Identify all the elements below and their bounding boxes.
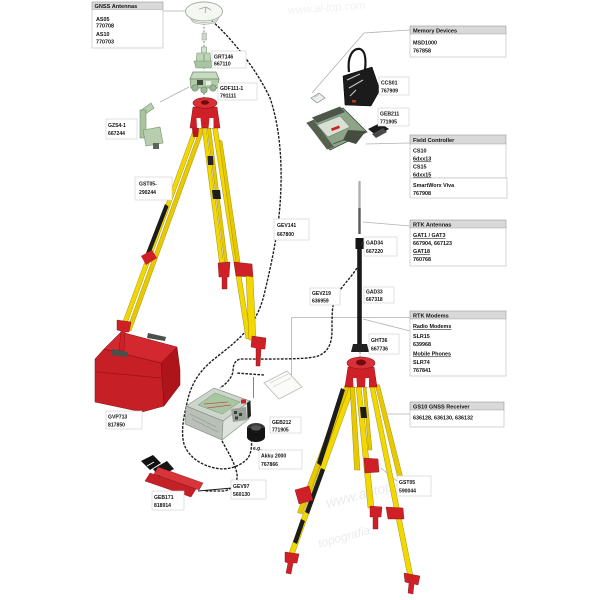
- svg-text:667904, 667123: 667904, 667123: [413, 241, 452, 247]
- svg-text:CCS01: CCS01: [381, 81, 398, 87]
- svg-text:791111: 791111: [220, 94, 236, 100]
- svg-text:CS10: CS10: [413, 149, 427, 155]
- svg-text:GAT1 / GAT3: GAT1 / GAT3: [413, 233, 445, 239]
- svg-text:818914: 818914: [154, 503, 171, 509]
- svg-text:667110: 667110: [214, 62, 231, 68]
- svg-text:GDF111-1: GDF111-1: [220, 86, 243, 92]
- svg-text:GST05: GST05: [399, 480, 415, 486]
- svg-text:771905: 771905: [380, 120, 397, 126]
- svg-text:SmartWorx Viva: SmartWorx Viva: [413, 183, 455, 189]
- svg-text:www.al-top.com: www.al-top.com: [287, 0, 365, 17]
- svg-text:639968: 639968: [413, 342, 431, 348]
- svg-text:667318: 667318: [366, 297, 383, 303]
- svg-text:Radio Modems: Radio Modems: [413, 324, 451, 330]
- svg-text:e.g.: e.g.: [253, 446, 262, 452]
- svg-text:760768: 760768: [413, 257, 431, 263]
- svg-text:GNSS Antennas: GNSS Antennas: [95, 4, 138, 10]
- svg-text:667220: 667220: [366, 249, 383, 255]
- svg-text:GHT36: GHT36: [371, 338, 388, 344]
- svg-text:817850: 817850: [108, 423, 125, 429]
- svg-text:771905: 771905: [272, 428, 289, 434]
- svg-text:CS15: CS15: [413, 165, 427, 171]
- svg-text:GAT18: GAT18: [413, 249, 430, 255]
- svg-text:590044: 590044: [399, 489, 416, 495]
- svg-text:Field Controller: Field Controller: [413, 138, 455, 144]
- svg-text:GS10 GNSS Receiver: GS10 GNSS Receiver: [413, 405, 470, 411]
- svg-text:GEV141: GEV141: [277, 223, 296, 229]
- svg-text:AS05: AS05: [96, 17, 110, 23]
- svg-text:GRT146: GRT146: [214, 55, 233, 61]
- svg-text:6dxx13: 6dxx13: [413, 157, 431, 163]
- svg-text:767841: 767841: [413, 368, 431, 374]
- svg-text:Mobile Phones: Mobile Phones: [413, 352, 451, 358]
- svg-text:GEB212: GEB212: [272, 420, 291, 426]
- svg-text:RTK Modems: RTK Modems: [413, 314, 449, 320]
- svg-text:636128, 636130, 636132: 636128, 636130, 636132: [413, 416, 473, 422]
- svg-text:767858: 767858: [413, 49, 431, 55]
- svg-text:SLR74: SLR74: [413, 360, 430, 366]
- svg-text:767908: 767908: [413, 191, 431, 197]
- svg-text:Akku 2000: Akku 2000: [261, 454, 286, 460]
- svg-text:SLR15: SLR15: [413, 334, 430, 340]
- svg-text:GEV97: GEV97: [233, 484, 250, 490]
- svg-text:RTK Antennas: RTK Antennas: [413, 223, 451, 229]
- svg-text:GAD33: GAD33: [366, 290, 383, 296]
- svg-text:767909: 767909: [381, 89, 398, 95]
- svg-text:636959: 636959: [312, 299, 329, 305]
- svg-text:GAD34: GAD34: [366, 241, 383, 247]
- svg-text:MSD1000: MSD1000: [413, 41, 437, 47]
- svg-text:770708: 770708: [96, 24, 114, 30]
- svg-text:770703: 770703: [96, 40, 114, 46]
- svg-text:Memory Devices: Memory Devices: [413, 29, 457, 35]
- svg-text:767866: 767866: [261, 462, 278, 468]
- svg-text:290244: 290244: [139, 190, 156, 196]
- svg-text:560130: 560130: [233, 492, 250, 498]
- svg-text:AS10: AS10: [96, 32, 110, 38]
- svg-text:GZS4-1: GZS4-1: [108, 123, 126, 129]
- svg-text:6dxx15: 6dxx15: [413, 173, 431, 179]
- svg-text:GEB171: GEB171: [154, 495, 174, 501]
- svg-text:GEB211: GEB211: [380, 112, 399, 118]
- svg-text:GST05-: GST05-: [139, 182, 157, 188]
- svg-text:GEV219: GEV219: [312, 291, 331, 297]
- svg-text:667736: 667736: [371, 347, 388, 353]
- svg-text:667244: 667244: [108, 131, 125, 137]
- svg-text:667800: 667800: [277, 232, 294, 238]
- svg-text:GVP713: GVP713: [108, 415, 127, 421]
